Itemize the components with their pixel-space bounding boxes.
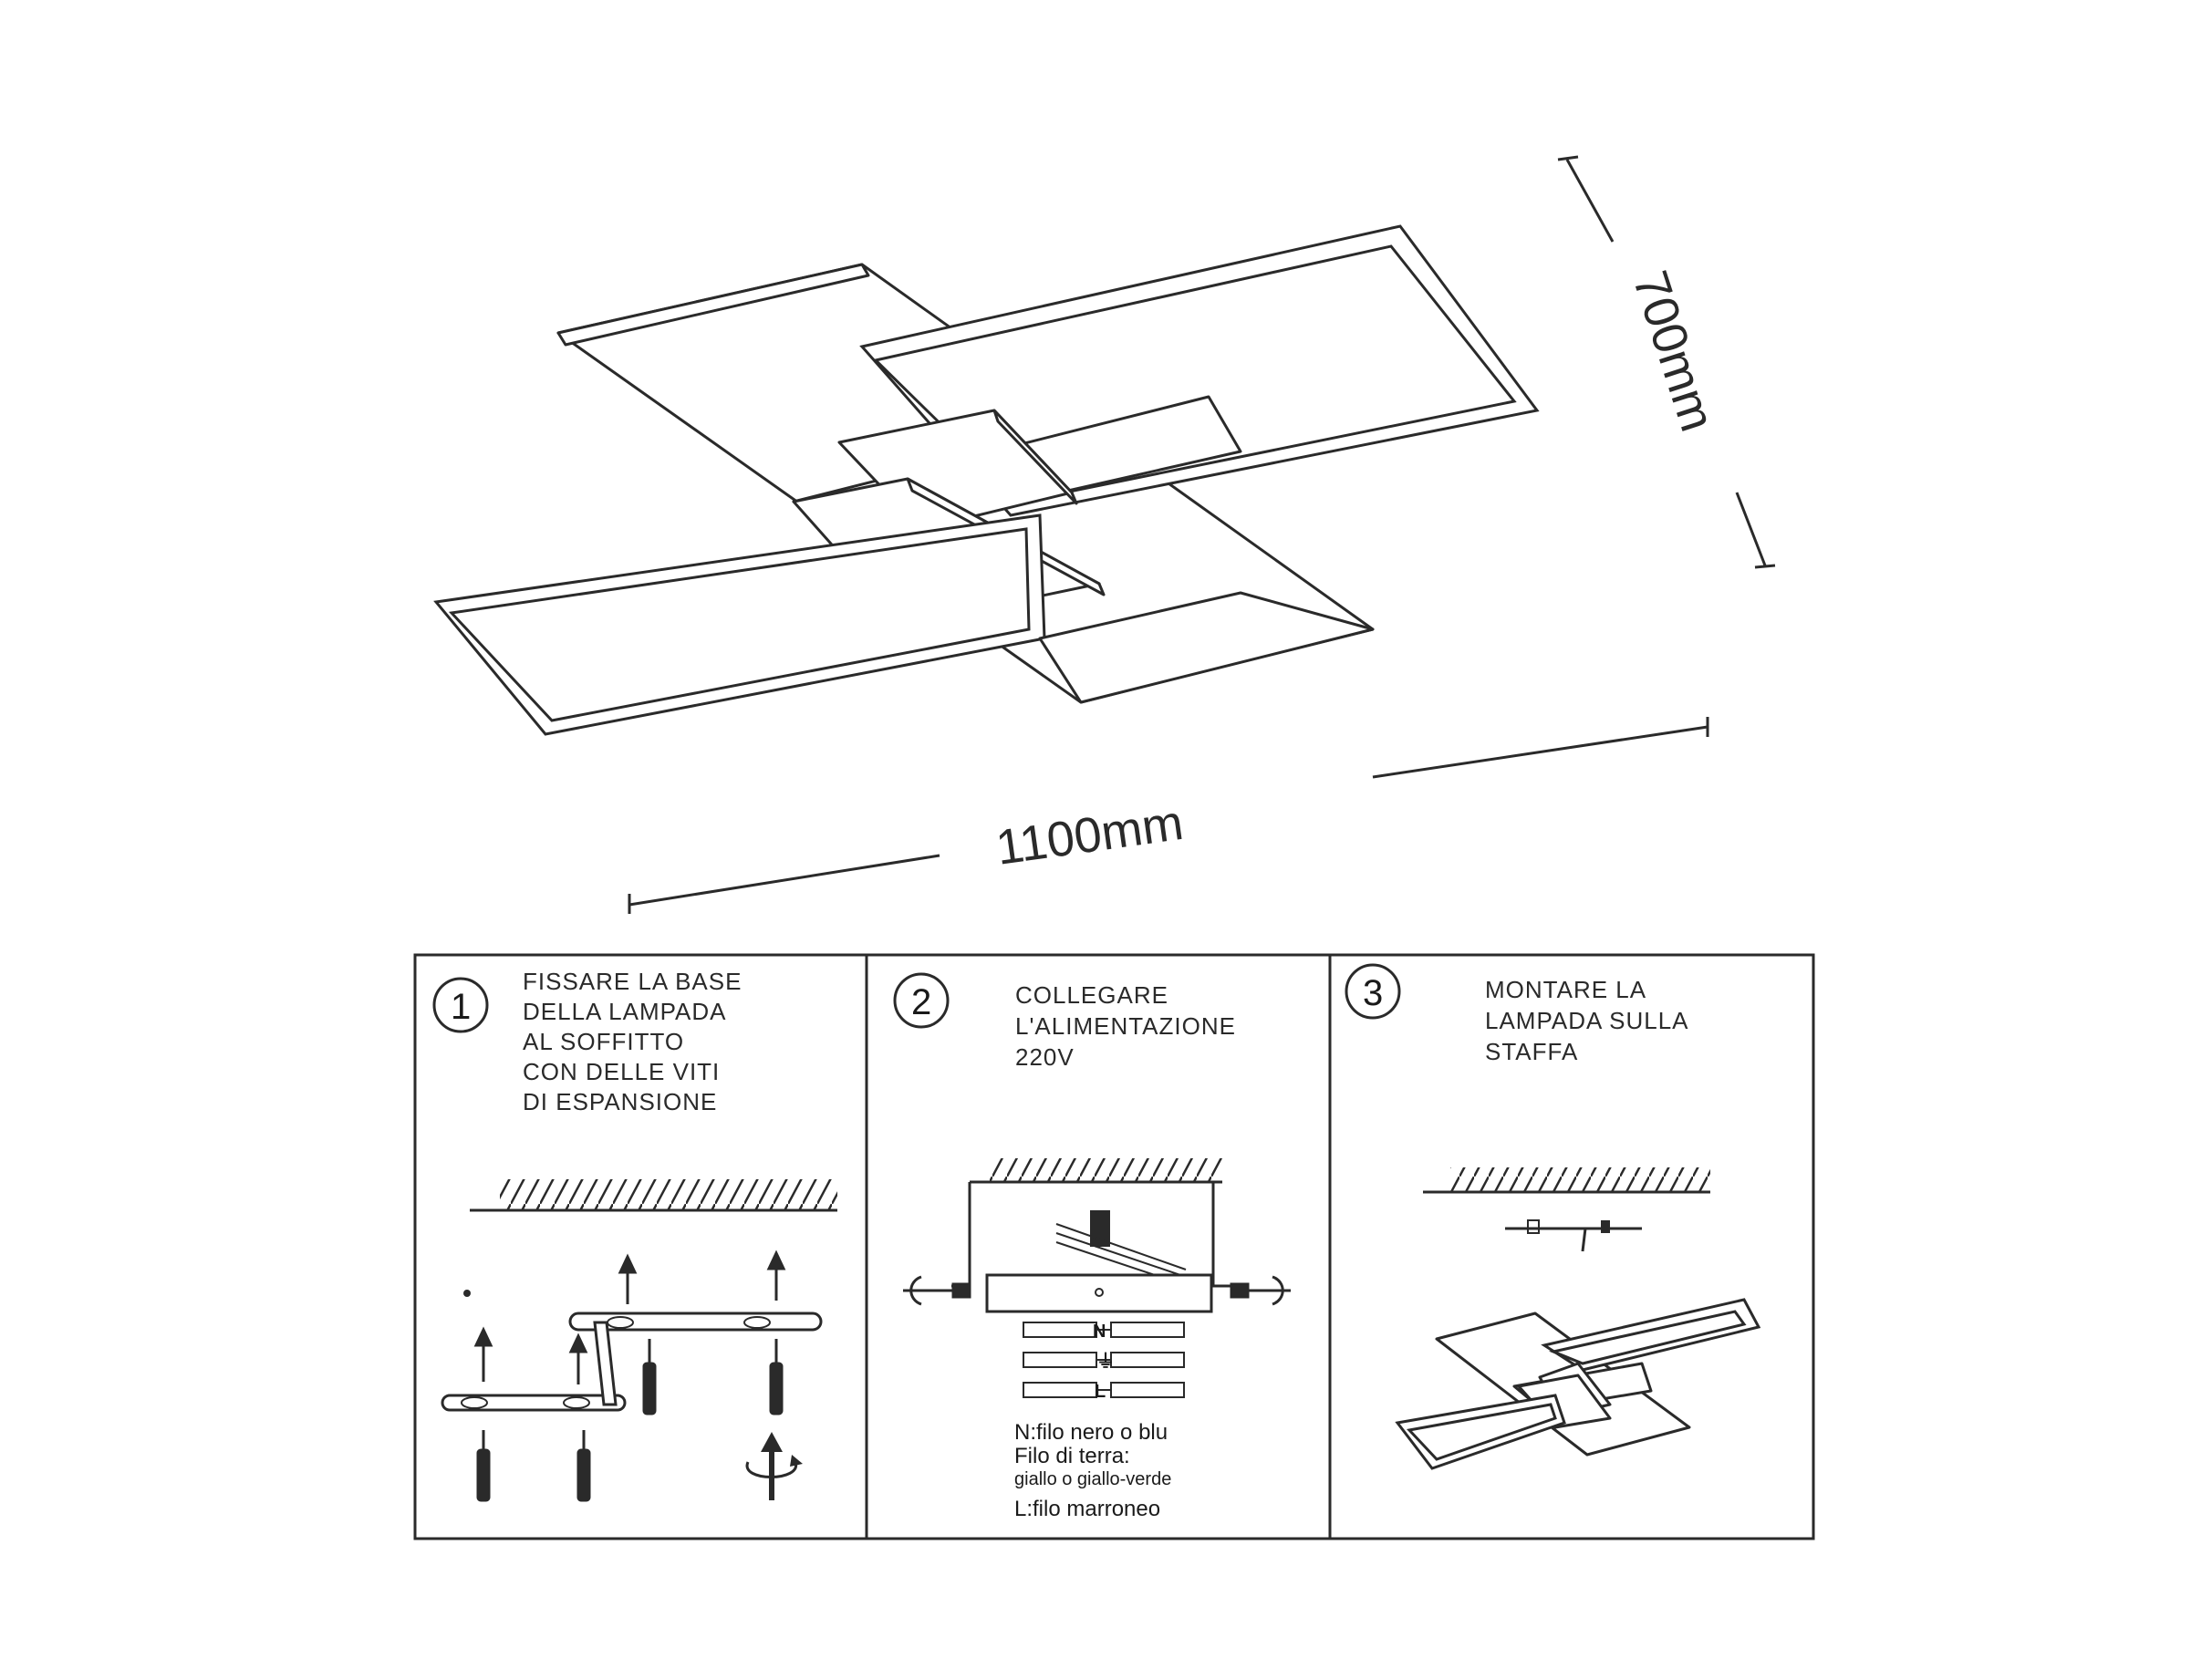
legend-earth-2: giallo o giallo-verde: [1014, 1469, 1171, 1489]
small-lamp-drawing: [1395, 1298, 1761, 1470]
step-1-line-4: CON DELLE VITI: [523, 1058, 720, 1085]
step-1-line-5: DI ESPANSIONE: [523, 1088, 717, 1115]
driver-box: [985, 1273, 1213, 1313]
step-3-number-circle: [1345, 963, 1401, 1020]
step-3-line-3: STAFFA: [1485, 1038, 1578, 1065]
step-1-line-3: AL SOFFITTO: [523, 1028, 684, 1055]
height-dimension: 700mm: [1557, 155, 1776, 569]
legend-earth-1: Filo di terra:: [1014, 1444, 1130, 1468]
legend-n: N:filo nero o blu: [1014, 1420, 1168, 1445]
rotate-icon: [745, 1432, 803, 1500]
step-2: 2 COLLEGARE L'ALIMENTAZIONE 220V N: [893, 972, 1291, 1521]
step-2-number: 2: [911, 982, 931, 1022]
width-label: 1100mm: [992, 795, 1186, 876]
height-label: 700mm: [1623, 264, 1726, 438]
step-3-line-2: LAMPADA SULLA: [1485, 1007, 1689, 1034]
ceiling-hatch: [990, 1158, 1222, 1182]
step-1-line-1: FISSARE LA BASE: [523, 968, 742, 995]
step-1-line-2: DELLA LAMPADA: [523, 998, 727, 1025]
step-2-number-circle: [893, 972, 950, 1029]
step-3: 3 MONTARE LA LAMPADA SULLA STAFFA: [1345, 963, 1761, 1470]
step-2-line-3: 220V: [1015, 1043, 1075, 1071]
wire-connectors: N ⏚ L: [1023, 1322, 1185, 1402]
legend-l: L:filo marroneo: [1014, 1497, 1160, 1521]
wire-earth-label: ⏚: [1096, 1351, 1115, 1372]
step-1-number-circle: [432, 977, 489, 1033]
steps-box: [413, 953, 1815, 1540]
lamp-drawing: [433, 224, 1540, 736]
width-dimension: 1100mm: [628, 717, 1709, 914]
step-2-line-1: COLLEGARE: [1015, 981, 1168, 1009]
step-3-number: 3: [1363, 973, 1383, 1013]
step-2-line-2: L'ALIMENTAZIONE: [1015, 1012, 1236, 1040]
wire-l-label: L: [1095, 1382, 1106, 1402]
ceiling-hatch: [500, 1179, 837, 1210]
step-1-number: 1: [451, 987, 471, 1027]
bracket-lower: [441, 1394, 627, 1412]
mounting-bracket: [1505, 1219, 1642, 1252]
screw-side-icons: [903, 1275, 1291, 1306]
screw-icons: [473, 1249, 786, 1502]
step-3-line-1: MONTARE LA: [1485, 976, 1646, 1003]
wire-n-label: N: [1093, 1322, 1106, 1342]
step-1: 1 FISSARE LA BASE DELLA LAMPADA AL SOFFI…: [432, 968, 837, 1502]
ceiling-hatch: [1450, 1167, 1710, 1192]
